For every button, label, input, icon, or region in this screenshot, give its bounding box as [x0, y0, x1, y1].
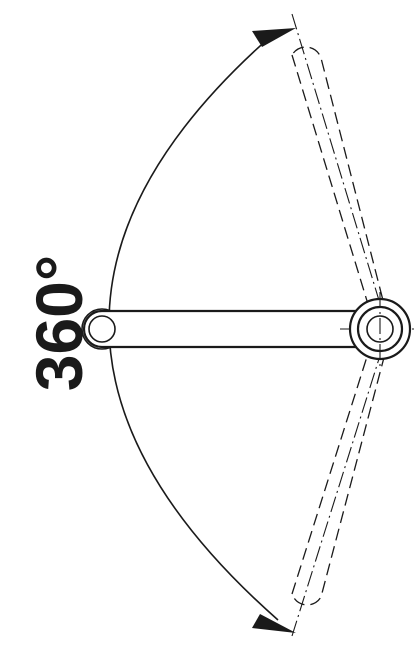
- arrowhead-bottom: [252, 614, 296, 633]
- faucet-pivot: [348, 292, 412, 366]
- spout-position-upper: [291, 13, 389, 331]
- arrowhead-top: [252, 28, 296, 47]
- spout-position-lower: [291, 329, 389, 637]
